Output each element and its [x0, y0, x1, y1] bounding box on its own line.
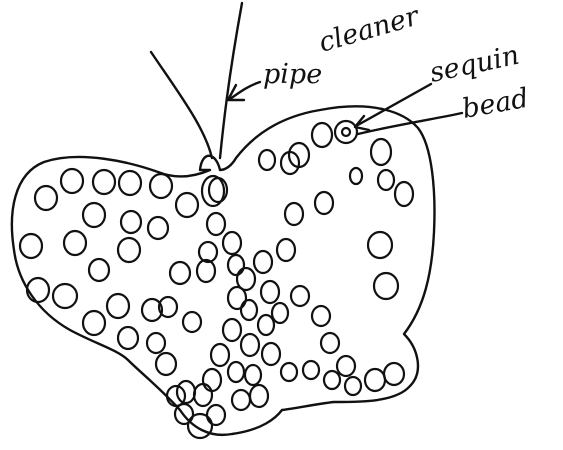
bead-dot [312, 123, 332, 147]
bead-dot [53, 284, 77, 308]
label-pipe: pipe [263, 59, 322, 90]
bead-dot [350, 168, 362, 184]
bead-dot [194, 384, 212, 406]
left-antenna [151, 52, 212, 158]
bead-dot [378, 170, 394, 190]
sequin-bead-outer [335, 121, 357, 143]
bead-dot [262, 343, 280, 365]
bead-dot [312, 306, 330, 326]
bead-dot [61, 169, 83, 193]
bead-dot [211, 344, 229, 366]
bead-dot [197, 260, 215, 282]
bead-dot [254, 251, 272, 273]
bead-dot [277, 239, 295, 261]
bead-dot [232, 390, 250, 410]
bead-dot [303, 361, 319, 379]
bead-dot [368, 232, 392, 258]
bead-dot [345, 377, 361, 395]
bead-dot [384, 363, 404, 385]
bead-dot [365, 369, 385, 391]
bead-dot [228, 362, 244, 382]
right-antenna [220, 3, 242, 158]
bead-dot [223, 232, 241, 254]
sequin-bead-inner [342, 128, 350, 136]
bead-dot [241, 334, 259, 356]
bead-dot [118, 327, 138, 349]
bead-dot [258, 315, 274, 335]
bead-dot [199, 242, 217, 262]
pipe-cleaner-pointer-line [230, 82, 260, 99]
bead-dot [170, 262, 190, 284]
bead-dot [259, 150, 275, 170]
bead-dot [207, 213, 225, 235]
bead-dot [177, 381, 195, 403]
bead-dot [241, 300, 257, 320]
bead-dot [291, 286, 309, 306]
label-sequin: sequin [427, 40, 522, 89]
bead-dot [20, 234, 42, 258]
bead-dot [245, 365, 261, 385]
bead-dot [395, 182, 413, 206]
bead-dot [261, 281, 279, 303]
bead-dot [228, 287, 246, 309]
label-bead: bead [460, 83, 531, 125]
bead-dots [20, 123, 413, 438]
sequin-pointer-line [356, 84, 431, 126]
bead-dot [203, 369, 221, 391]
bead-dot [371, 139, 391, 165]
bead-dot [35, 186, 57, 210]
bead-dot [250, 385, 268, 407]
bead-dot [315, 192, 333, 214]
bead-dot [374, 273, 398, 299]
bead-dot [83, 203, 105, 227]
bead-dot [321, 333, 339, 353]
bead-dot [107, 294, 129, 318]
bead-dot [150, 174, 172, 198]
bead-dot [93, 170, 115, 194]
bead-dot [167, 386, 185, 406]
bead-dot [89, 259, 109, 281]
bead-dot [223, 319, 241, 341]
bead-dot [337, 356, 355, 376]
bead-dot [281, 363, 297, 381]
bead-dot [83, 311, 105, 335]
bead-dot [176, 193, 198, 217]
bead-dot [156, 353, 176, 375]
bead-dot [324, 371, 340, 389]
bead-dot [147, 333, 165, 353]
bead-dot [119, 171, 141, 195]
bead-dot [148, 217, 168, 239]
bead-dot [272, 303, 288, 323]
bead-dot [285, 203, 303, 225]
bead-dot [64, 231, 86, 255]
bead-dot [118, 238, 140, 262]
bead-dot [207, 405, 225, 425]
bead-dot [121, 211, 141, 233]
bead-dot [228, 255, 244, 275]
bead-dot [183, 312, 201, 332]
bead-dot [27, 278, 49, 302]
label-cleaner: cleaner [315, 0, 424, 59]
